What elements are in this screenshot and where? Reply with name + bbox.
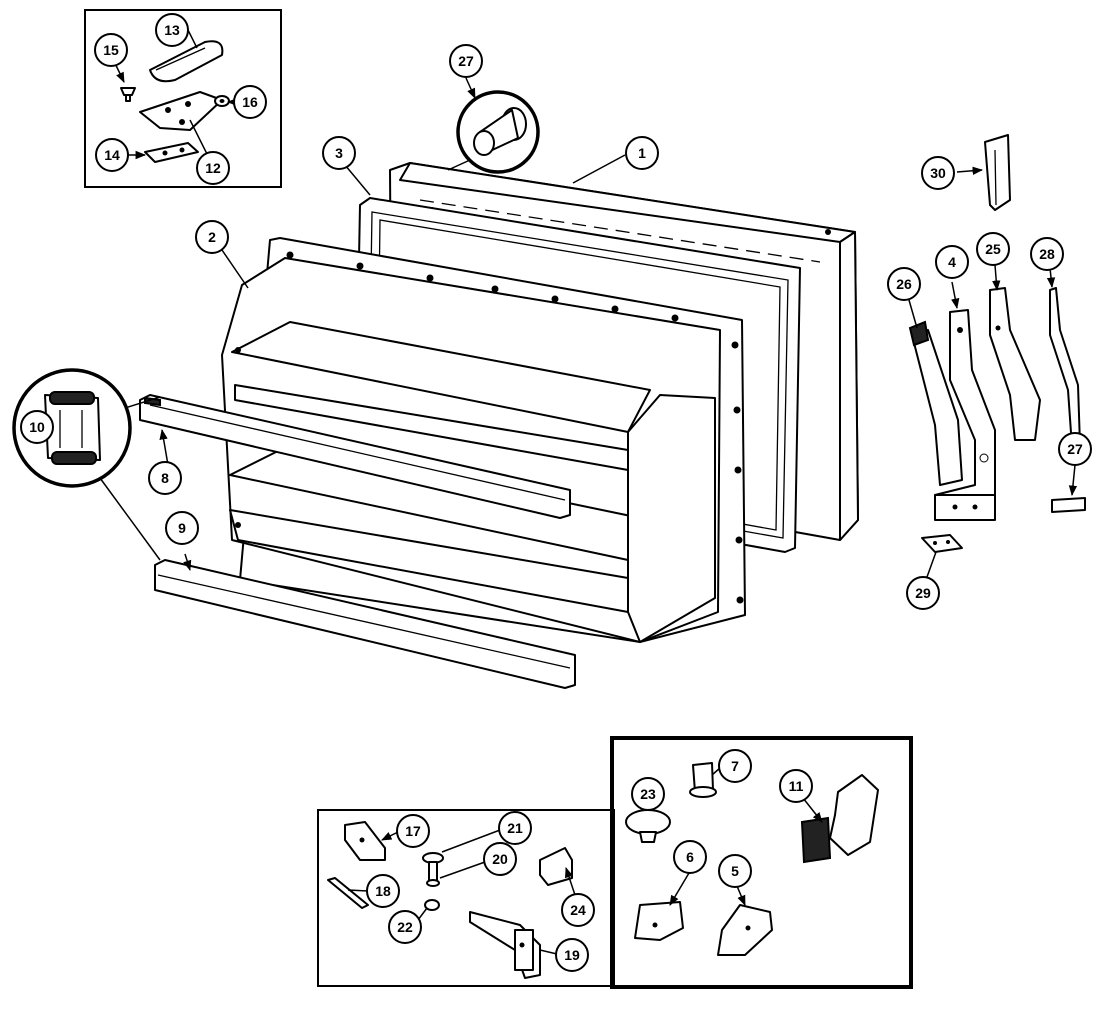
callout-25-label: 25 — [985, 241, 1001, 257]
callout-6: 6 — [673, 840, 707, 874]
callout-21-label: 21 — [507, 820, 523, 836]
hinge-plate-small-part — [921, 534, 963, 553]
callout-15-label: 15 — [103, 42, 119, 58]
callout-23-label: 23 — [640, 786, 656, 802]
handle-insert-part — [1049, 287, 1081, 448]
handle-bracket-part — [934, 309, 996, 521]
callout-27-top-label: 27 — [458, 53, 474, 69]
callout-17-label: 17 — [405, 823, 421, 839]
screw-part — [120, 87, 136, 102]
shelf-support-part — [800, 774, 879, 864]
end-cap-part — [1051, 497, 1086, 513]
callout-27-top: 27 — [449, 44, 483, 78]
hinge-assembly-part — [469, 911, 541, 979]
bracket-small-part — [539, 847, 573, 886]
zoom-detail-circle-plug — [447, 90, 540, 174]
callout-29-label: 29 — [915, 585, 931, 601]
callout-18: 18 — [366, 874, 400, 908]
callout-5-label: 5 — [731, 863, 739, 879]
callout-10: 10 — [20, 410, 54, 444]
callout-15: 15 — [94, 33, 128, 67]
callout-22: 22 — [388, 910, 422, 944]
hinge-cover-part — [149, 40, 224, 83]
hinge-shim-part — [144, 142, 199, 163]
zoom-detail-circle — [12, 368, 161, 561]
callout-12-label: 12 — [205, 160, 221, 176]
callout-30-label: 30 — [930, 165, 946, 181]
callout-19: 19 — [555, 938, 589, 972]
door-liner — [221, 237, 746, 643]
callout-13-label: 13 — [164, 22, 180, 38]
callout-20-label: 20 — [492, 851, 508, 867]
button-part — [625, 809, 671, 843]
callout-9-label: 9 — [178, 520, 186, 536]
callout-17: 17 — [396, 814, 430, 848]
handle-part — [908, 320, 963, 486]
callout-27-right-label: 27 — [1067, 441, 1083, 457]
callout-11: 11 — [779, 769, 813, 803]
callout-2-label: 2 — [208, 229, 216, 245]
bracket-part — [344, 821, 386, 861]
callout-22-label: 22 — [397, 919, 413, 935]
callout-20: 20 — [483, 842, 517, 876]
callout-29: 29 — [906, 576, 940, 610]
callout-4: 4 — [935, 245, 969, 279]
handle-trim-part — [989, 287, 1041, 441]
plug-part — [689, 762, 717, 798]
callout-19-label: 19 — [564, 947, 580, 963]
callout-8: 8 — [148, 461, 182, 495]
callout-28-label: 28 — [1039, 246, 1055, 262]
callout-7: 7 — [718, 749, 752, 783]
hinge-plate-part — [139, 91, 223, 131]
callout-21: 21 — [498, 811, 532, 845]
callout-23: 23 — [631, 777, 665, 811]
washer-part — [214, 95, 230, 107]
leader-lines — [110, 29, 1078, 955]
callout-3-label: 3 — [335, 145, 343, 161]
inset-box-shelf-parts — [610, 736, 913, 989]
callout-3: 3 — [322, 136, 356, 170]
callout-13: 13 — [155, 13, 189, 47]
callout-24-label: 24 — [570, 902, 586, 918]
callout-6-label: 6 — [686, 849, 694, 865]
callout-5: 5 — [718, 854, 752, 888]
callout-10-label: 10 — [29, 419, 45, 435]
inset-box-hinge-cover — [84, 9, 282, 188]
handle-cap-part — [984, 134, 1011, 211]
bottom-shelf-bar — [154, 559, 576, 689]
pin-part — [422, 852, 444, 911]
callout-18-label: 18 — [375, 883, 391, 899]
clip-right-part — [717, 904, 773, 956]
callout-7-label: 7 — [731, 758, 739, 774]
callout-8-label: 8 — [161, 470, 169, 486]
callout-14: 14 — [95, 138, 129, 172]
callout-24: 24 — [561, 893, 595, 927]
strip-part — [327, 877, 369, 909]
callout-9: 9 — [165, 511, 199, 545]
callout-14-label: 14 — [104, 147, 120, 163]
callout-4-label: 4 — [948, 254, 956, 270]
callout-1: 1 — [625, 136, 659, 170]
callout-11-label: 11 — [789, 778, 804, 794]
clip-left-part — [634, 901, 684, 941]
callout-12: 12 — [196, 151, 230, 185]
callout-28: 28 — [1030, 237, 1064, 271]
callout-16: 16 — [233, 85, 267, 119]
callout-30: 30 — [921, 156, 955, 190]
callout-16-label: 16 — [242, 94, 258, 110]
callout-25: 25 — [976, 232, 1010, 266]
callout-26: 26 — [887, 267, 921, 301]
callout-26-label: 26 — [896, 276, 912, 292]
callout-2: 2 — [195, 220, 229, 254]
callout-1-label: 1 — [638, 145, 646, 161]
callout-27-right: 27 — [1058, 432, 1092, 466]
